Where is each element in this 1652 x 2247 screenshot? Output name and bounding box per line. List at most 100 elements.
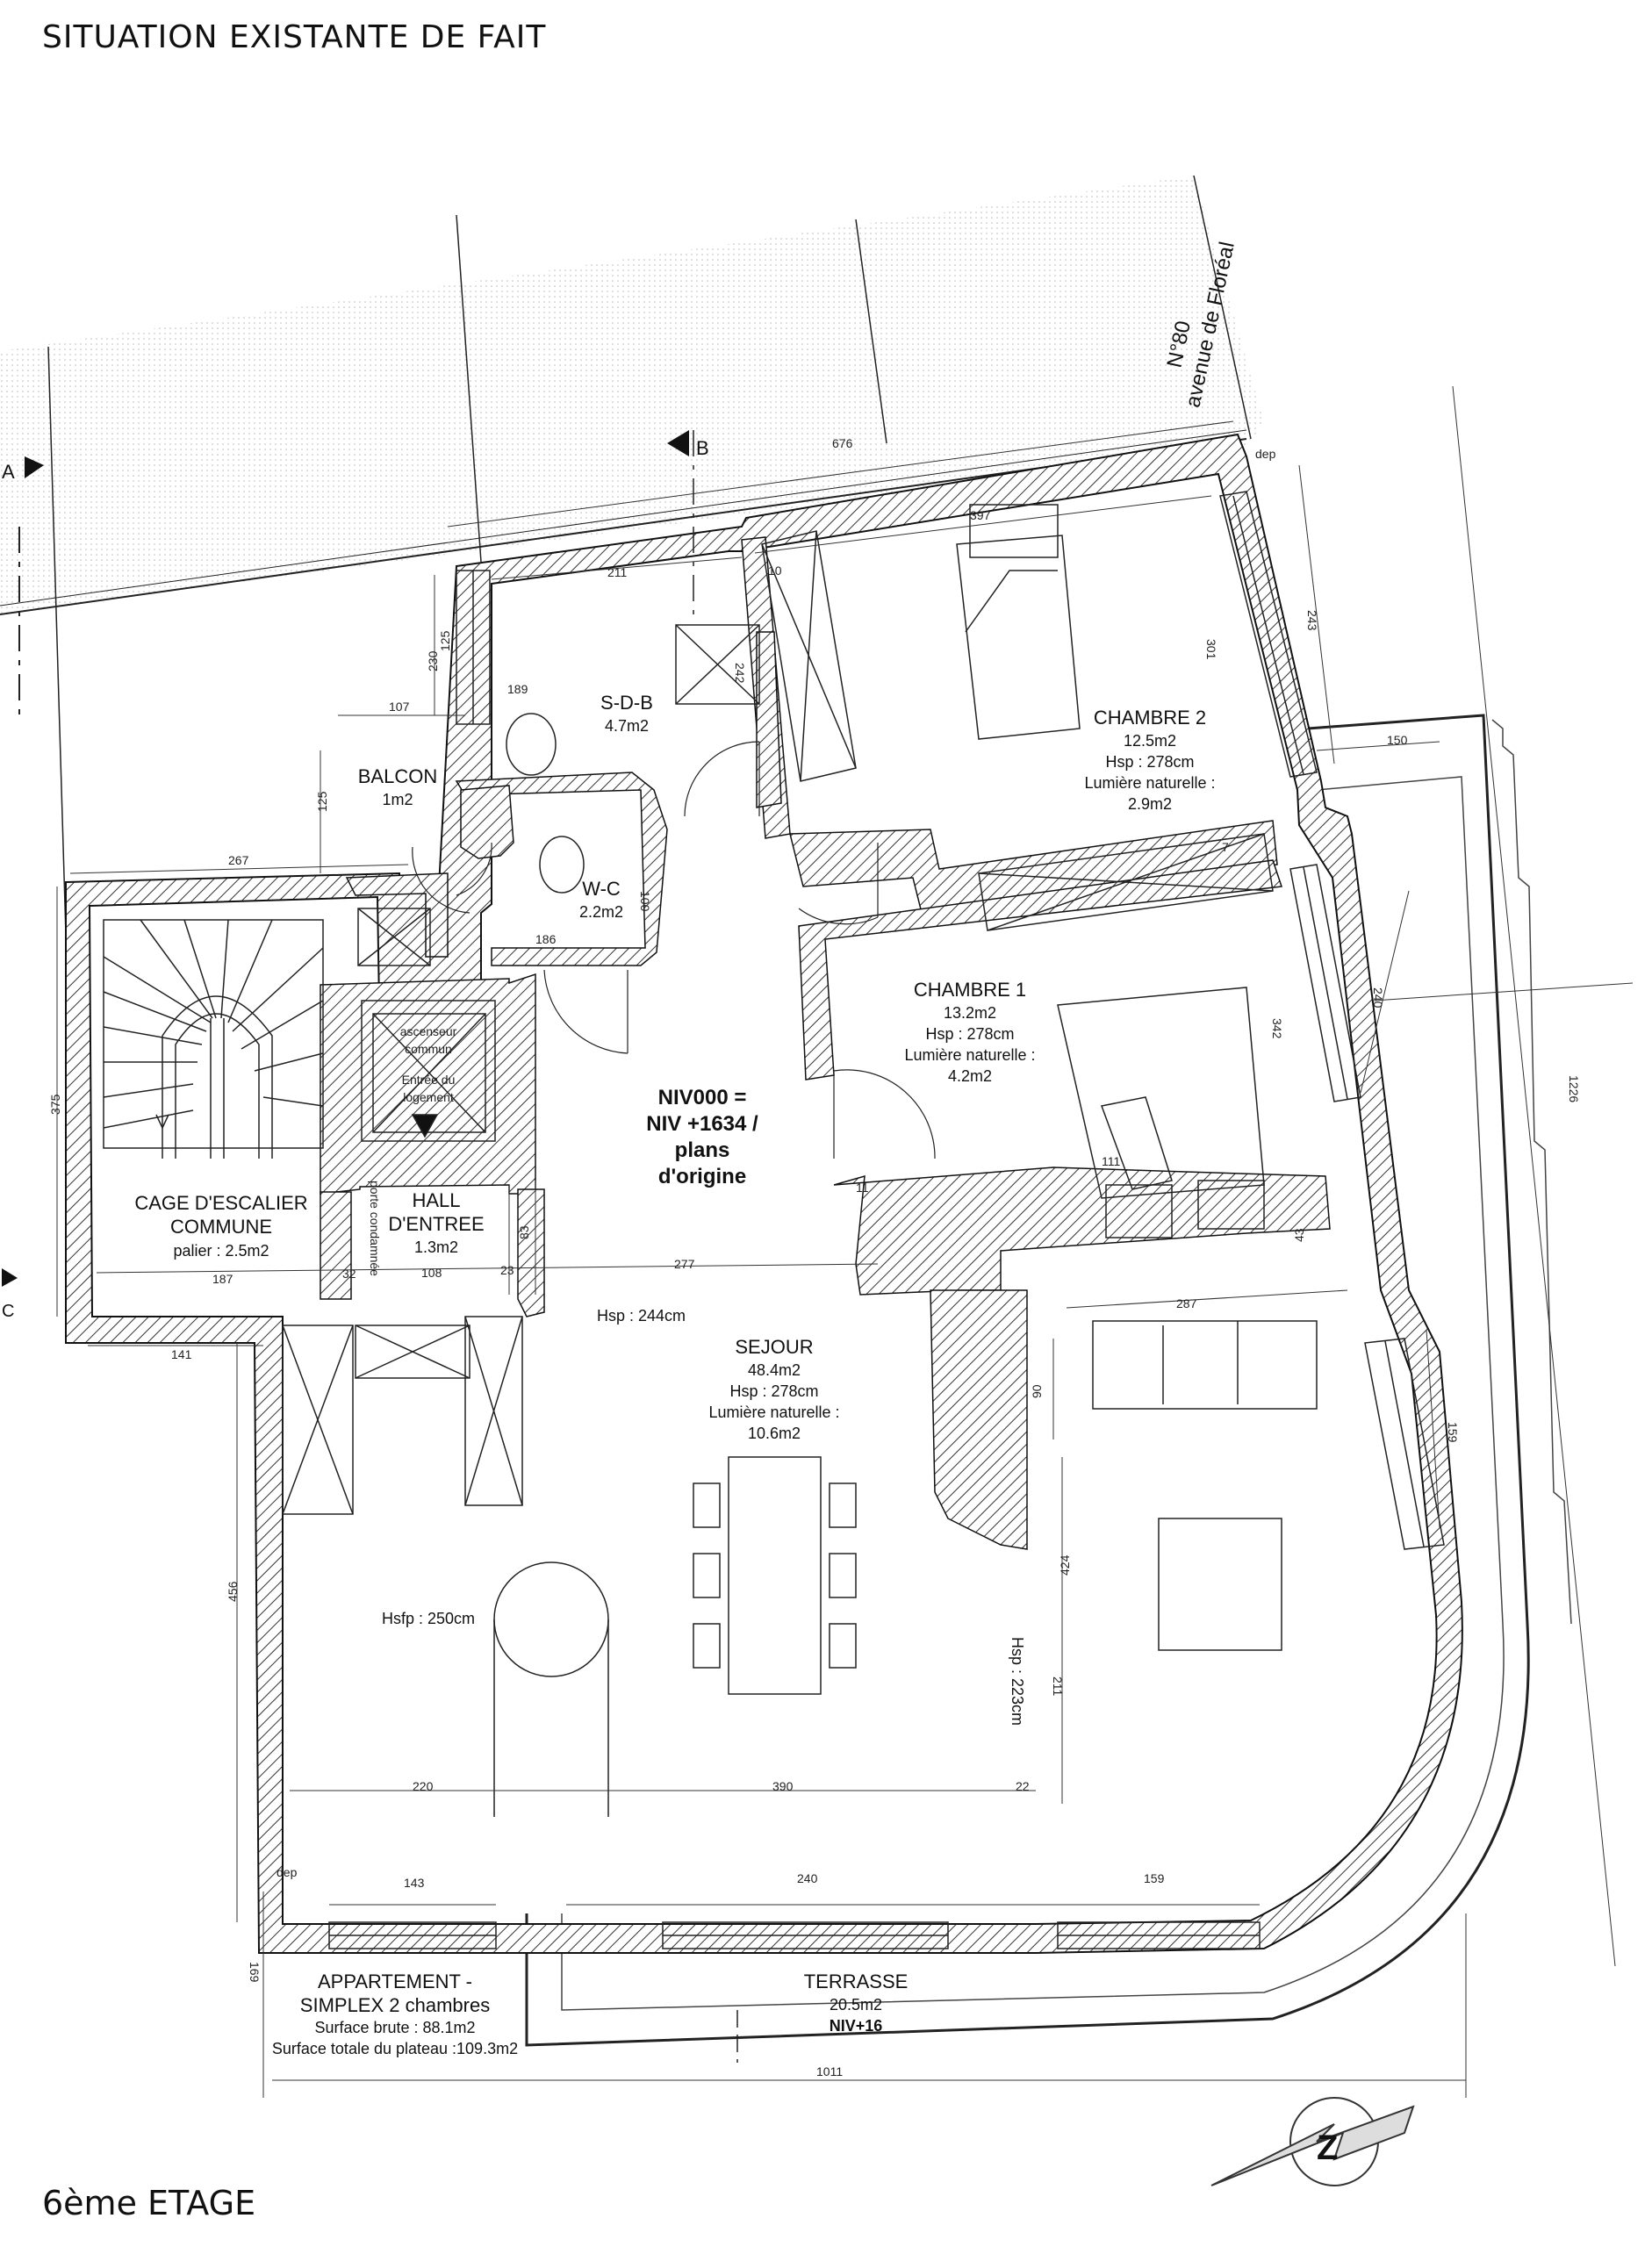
summary-line-1: APPARTEMENT -: [318, 1971, 472, 1992]
sejour-hsp: Hsp : 278cm: [729, 1382, 818, 1400]
plot-line-mid2: [855, 219, 887, 444]
summary-line-4: Surface totale du plateau :109.3m2: [272, 2040, 518, 2057]
room-chambre2-hsp: Hsp : 278cm: [1105, 753, 1194, 771]
room-wc-name: W-C: [582, 878, 621, 900]
dim-143: 143: [404, 1876, 425, 1890]
dim-43: 43: [1292, 1228, 1306, 1242]
dim-11: 11: [856, 1181, 869, 1195]
dim-397: 397: [970, 508, 991, 522]
dim-189: 189: [507, 682, 528, 696]
hall-label-1: HALL: [412, 1189, 460, 1211]
dim-240a: 240: [1371, 987, 1385, 1009]
dim-390: 390: [772, 1779, 794, 1793]
level-note-4: d'origine: [658, 1165, 746, 1188]
dim-125b: 125: [315, 791, 329, 812]
room-wc-area: 2.2m2: [579, 903, 623, 921]
exterior-walls: [65, 433, 1463, 1954]
drawing-title: SITUATION EXISTANTE DE FAIT: [42, 19, 547, 55]
hsp-right-note: Hsp : 223cm: [1009, 1637, 1026, 1726]
section-marker-a: A: [2, 461, 15, 483]
dim-141: 141: [171, 1347, 192, 1361]
room-balcon-area: 1m2: [382, 791, 413, 808]
lift-label-3: Entrée du: [402, 1073, 456, 1087]
dim-32: 32: [342, 1267, 356, 1281]
dim-107: 107: [389, 700, 410, 714]
room-chambre1-light: 4.2m2: [948, 1067, 992, 1085]
dim-7: 7: [1222, 840, 1229, 854]
dim-424: 424: [1058, 1554, 1072, 1576]
dim-111: 111: [1102, 1154, 1120, 1168]
ducts: [282, 530, 1274, 1515]
dim-287: 287: [1176, 1296, 1197, 1310]
dim-301: 301: [1204, 639, 1218, 660]
dim-230: 230: [426, 650, 440, 671]
room-sdb-area: 4.7m2: [605, 717, 649, 735]
room-chambre2-name: CHAMBRE 2: [1094, 707, 1206, 729]
dim-10: 10: [768, 564, 782, 578]
sejour-beam-height: Hsp : 244cm: [597, 1307, 686, 1325]
furniture: [493, 504, 1318, 1817]
terrace-outline: [525, 714, 1530, 2047]
room-sdb-name: S-D-B: [600, 692, 653, 714]
stair-label-sub: palier : 2.5m2: [173, 1242, 269, 1260]
terrasse-name: TERRASSE: [804, 1971, 909, 1992]
sejour-light: 10.6m2: [748, 1425, 801, 1442]
lift-label-1: ascenseur: [400, 1024, 457, 1038]
room-chambre2-area: 12.5m2: [1124, 732, 1176, 750]
dimension-lines: [56, 385, 1634, 2098]
terrace-outline-inner: [561, 776, 1505, 2011]
section-marker-c: C: [2, 1302, 14, 1321]
svg-text:Z: Z: [1317, 2129, 1338, 2167]
floor-label: 6ème ETAGE: [42, 2184, 256, 2222]
plot-line-mid: [456, 214, 482, 563]
room-chambre1-hsp: Hsp : 278cm: [925, 1025, 1014, 1043]
summary-line-2: SIMPLEX 2 chambres: [300, 1994, 490, 2016]
dim-456: 456: [226, 1581, 240, 1602]
dim-211b: 211: [1051, 1676, 1065, 1697]
hsfp-note: Hsfp : 250cm: [382, 1610, 475, 1627]
dim-676: 676: [832, 436, 853, 450]
room-chambre1-light-label: Lumière naturelle :: [904, 1046, 1035, 1064]
dim-1226: 1226: [1567, 1075, 1581, 1102]
room-chambre2-light: 2.9m2: [1128, 795, 1172, 813]
stair-label-2: COMMUNE: [170, 1216, 272, 1238]
dim-169: 169: [248, 1962, 262, 1983]
stair-label-1: CAGE D'ESCALIER: [134, 1192, 307, 1214]
dim-90: 90: [1030, 1384, 1044, 1398]
section-marker-b: B: [696, 437, 709, 459]
plot-line-right: [1193, 175, 1252, 440]
dim-342: 342: [1270, 1018, 1284, 1039]
level-note-3: plans: [675, 1138, 730, 1162]
neighbouring-plot: [0, 176, 1264, 614]
dim-159b: 159: [1144, 1871, 1165, 1885]
terrasse-level: NIV+16: [830, 2017, 883, 2035]
dim-100: 100: [638, 891, 652, 912]
dim-83: 83: [517, 1225, 531, 1239]
dim-125a: 125: [438, 630, 452, 651]
dimension-labels: 676 397 211 10 242 301 243 125 230 189 1…: [48, 436, 1581, 2078]
door-swings: [412, 741, 936, 1159]
dim-187: 187: [212, 1272, 233, 1286]
dim-1011: 1011: [816, 2064, 843, 2078]
property-line-top-2: [0, 429, 1247, 607]
sejour-name: SEJOUR: [735, 1336, 813, 1358]
sejour-light-label: Lumière naturelle :: [708, 1403, 839, 1421]
hall-area: 1.3m2: [414, 1238, 458, 1256]
dim-159a: 159: [1446, 1422, 1460, 1443]
dim-242: 242: [733, 663, 747, 684]
dim-22: 22: [1016, 1779, 1030, 1793]
dim-277: 277: [674, 1257, 695, 1271]
dim-186: 186: [535, 932, 557, 946]
dim-243: 243: [1305, 610, 1319, 631]
dep-label-top: dep: [1255, 447, 1276, 461]
dep-label-bottom: dep: [277, 1865, 298, 1879]
dim-23: 23: [500, 1263, 514, 1277]
lift-label-2: commun: [405, 1042, 452, 1056]
lift-label-4: logement: [403, 1090, 454, 1104]
common-staircase: [103, 919, 324, 1159]
room-chambre1-area: 13.2m2: [944, 1004, 996, 1022]
summary-line-3: Surface brute : 88.1m2: [314, 2019, 475, 2036]
dim-211: 211: [607, 565, 628, 579]
sejour-area: 48.4m2: [748, 1361, 801, 1379]
